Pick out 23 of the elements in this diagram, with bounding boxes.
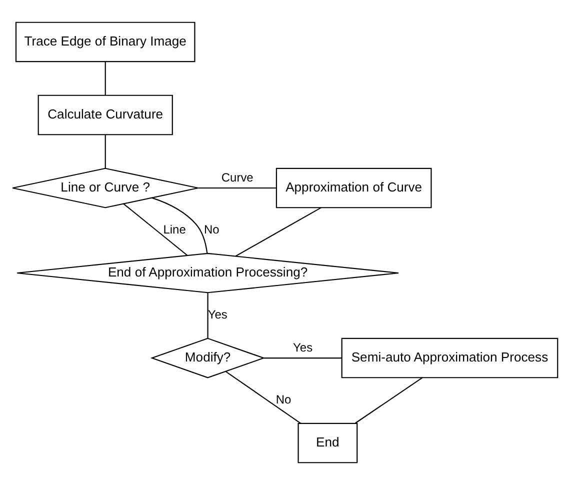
connector xyxy=(123,203,188,256)
connector xyxy=(152,197,208,254)
connector xyxy=(355,377,423,424)
node-box: Semi-auto Approximation Process xyxy=(341,338,558,378)
edge-label: Yes xyxy=(293,340,313,354)
connector xyxy=(235,207,322,257)
connector xyxy=(207,292,208,338)
node-box: Calculate Curvature xyxy=(38,94,173,136)
connector xyxy=(104,134,106,168)
node-diamond: Line or Curve ? xyxy=(12,168,199,208)
node-box: End xyxy=(298,422,358,464)
connector xyxy=(198,187,276,189)
connector xyxy=(226,371,302,424)
node-box: Approximation of Curve xyxy=(276,168,432,208)
edge-label: Line xyxy=(163,222,186,237)
edge-label: No xyxy=(276,392,292,407)
node-diamond: End of Approximation Processing? xyxy=(16,252,400,294)
edge-label: No xyxy=(204,222,220,237)
node-box: Trace Edge of Binary Image xyxy=(15,22,196,62)
node-diamond: Modify? xyxy=(150,338,266,378)
connector xyxy=(264,357,342,359)
connector xyxy=(104,62,106,96)
edge-label: Curve xyxy=(221,170,254,184)
